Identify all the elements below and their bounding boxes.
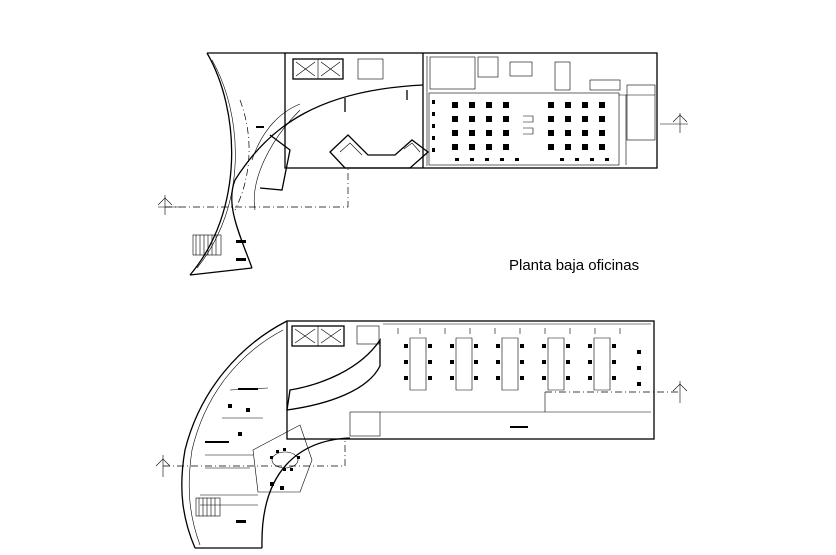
open-office-outline (286, 320, 655, 440)
section-marker-left-2 (155, 455, 171, 477)
section-marker-right (660, 113, 688, 133)
office-floor-plan (155, 320, 688, 549)
workstation-clusters (397, 328, 641, 391)
office-wing-outline (284, 52, 658, 169)
reception-desk (329, 134, 430, 169)
dining-tables (432, 100, 609, 161)
curved-office-facade (181, 320, 288, 549)
atrium-void (286, 337, 381, 411)
drawing-caption: Planta baja oficinas (509, 257, 640, 274)
ground-floor-plan (157, 52, 688, 276)
section-marker-right-2 (672, 381, 688, 403)
section-marker-left (157, 195, 180, 215)
